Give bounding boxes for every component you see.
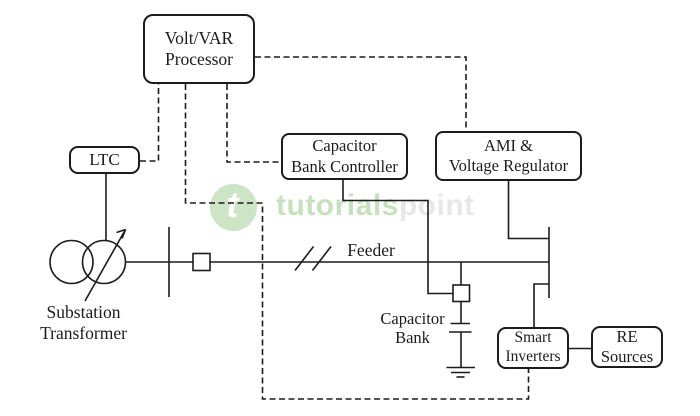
capacitor-bank-label-line2: Bank [395, 328, 430, 348]
ltc-label: LTC [89, 149, 120, 169]
smart-inverters-label-line1: Smart [514, 329, 552, 347]
feeder-break-slashes [294, 246, 332, 271]
re-sources-label-line2: Sources [600, 347, 654, 366]
cbc-label-line2: Bank Controller [291, 156, 398, 176]
substation-transformer-label: Substation Transformer [23, 302, 144, 343]
smart-inverters-node: Smart Inverters [497, 327, 569, 369]
processor-ami-dashed-link [255, 56, 467, 131]
volt-var-processor-label-line2: Processor [164, 49, 234, 69]
ami-voltage-regulator-node: AMI & Voltage Regulator [435, 131, 582, 181]
ground-symbol [446, 366, 475, 378]
substation-transformer-label-line1: Substation [46, 302, 121, 322]
capacitor-bank-label: Capacitor Bank [370, 309, 455, 348]
feeder-switch-square [192, 252, 211, 272]
cbc-label-line1: Capacitor [312, 136, 377, 156]
watermark-logo-letter: t [226, 183, 239, 225]
capacitor-bank-controller-node: Capacitor Bank Controller [281, 133, 408, 180]
cbc-capacitor-link [342, 180, 453, 295]
substation-transformer-symbol [49, 228, 127, 302]
watermark-brand-gray: point [398, 189, 475, 222]
ltc-node: LTC [69, 146, 140, 174]
capacitor-switch-square [452, 284, 471, 303]
volt-var-processor-node: Volt/VAR Processor [143, 14, 255, 84]
processor-cbc-dashed-link [226, 84, 281, 163]
tap-changer-arrow-icon [84, 228, 127, 302]
substation-transformer-label-line2: Transformer [40, 322, 127, 343]
capacitor-symbol [449, 301, 472, 368]
smart-inverters-label-line2: Inverters [505, 348, 561, 365]
capacitor-bank-label-line1: Capacitor [380, 309, 445, 328]
watermark-brand-green: tutorials [276, 189, 399, 222]
re-sources-label-line1: RE [616, 326, 638, 346]
ami-feeder-link [507, 181, 549, 240]
re-sources-node: RE Sources [591, 326, 663, 368]
tutorialspoint-logo-icon: t [210, 184, 257, 231]
feeder-label: Feeder [347, 240, 395, 260]
volt-var-processor-label-line1: Volt/VAR [164, 27, 234, 48]
processor-smart-inverter-dashed-link [184, 84, 530, 400]
processor-ltc-dashed-link [140, 84, 160, 162]
ami-label-line1: AMI & [483, 135, 534, 155]
smart-inverter-feeder-link [533, 283, 549, 327]
ami-label-line2: Voltage Regulator [448, 156, 569, 175]
watermark-brand-text: tutorialspoint [276, 191, 475, 221]
